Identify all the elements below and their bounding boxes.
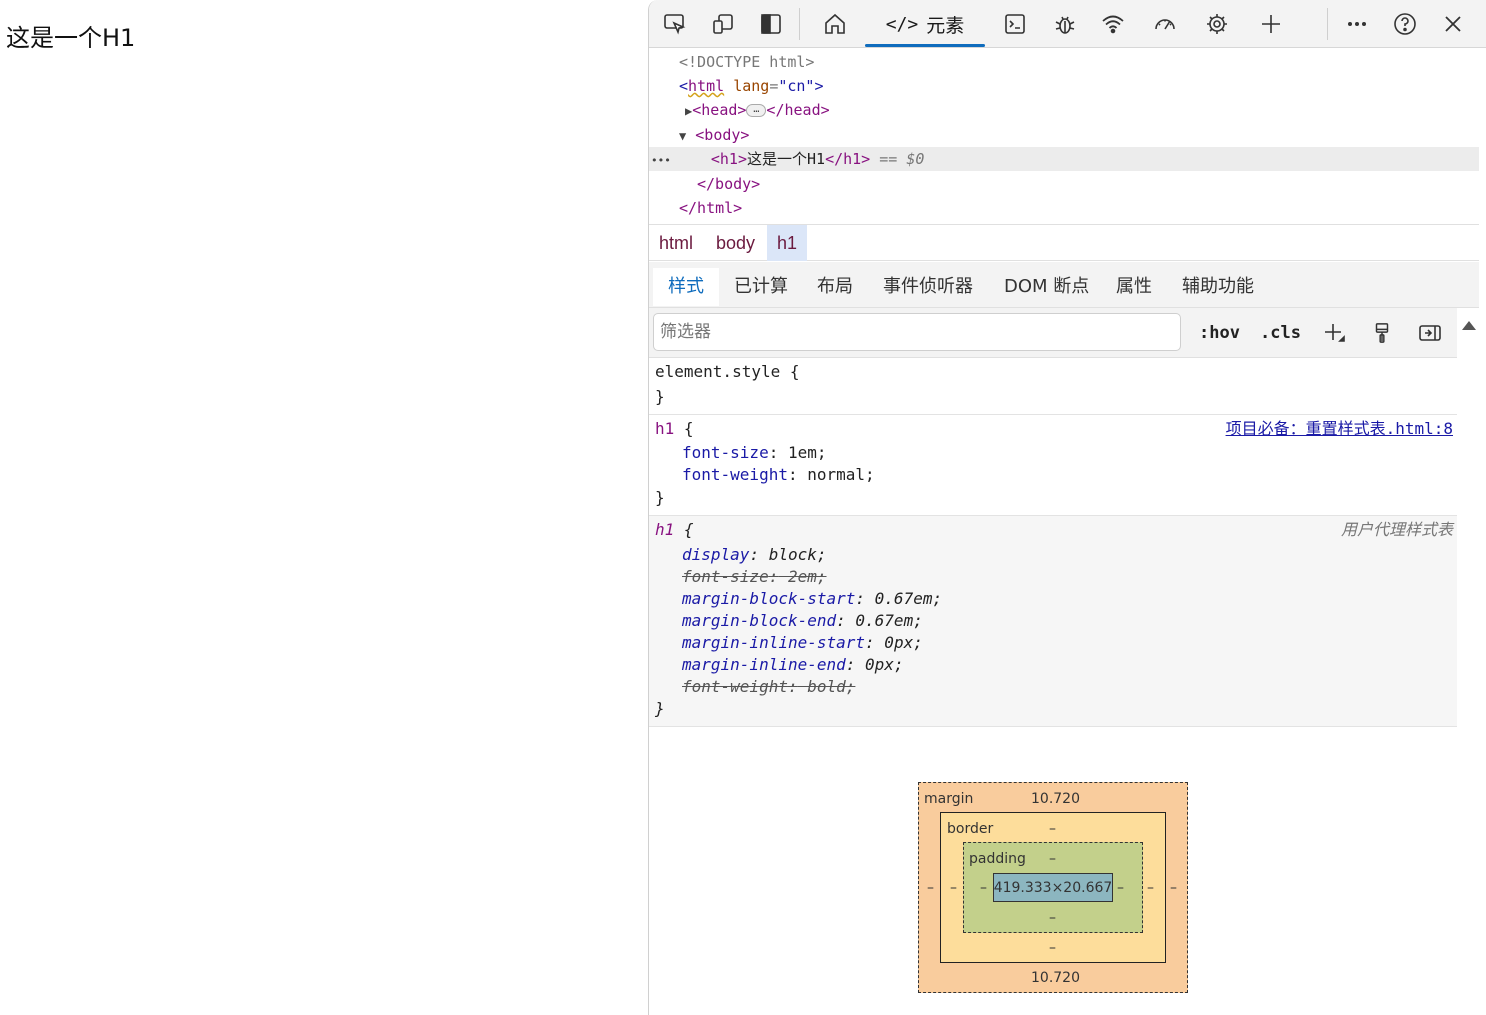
filter-bar: :hov .cls	[649, 308, 1457, 358]
bug-icon[interactable]	[1047, 6, 1083, 42]
console-icon[interactable]	[997, 6, 1033, 42]
close-icon[interactable]	[1435, 6, 1471, 42]
more-options-icon[interactable]	[1339, 6, 1375, 42]
devtools-toolbar: </> 元素	[649, 0, 1486, 48]
toolbar-separator	[799, 8, 800, 40]
settings-gear-icon[interactable]	[1199, 6, 1235, 42]
box-model-diagram: margin 10.720 10.720 – – border – – – – …	[918, 782, 1188, 993]
tab-elements[interactable]: </> 元素	[865, 3, 985, 47]
element-style-selector[interactable]: element.style {	[655, 362, 800, 381]
padding-right-value[interactable]: –	[1117, 880, 1124, 896]
margin-label: margin	[924, 791, 974, 807]
style-declaration: margin-inline-end: 0px;	[682, 655, 904, 674]
dom-body-close[interactable]: </body>	[697, 175, 761, 193]
rule-selector: h1	[655, 520, 675, 539]
code-icon: </>	[885, 14, 919, 35]
stylesheet-source-link[interactable]: 项目必备：重置样式表.html:8	[1225, 419, 1453, 438]
padding-label: padding	[969, 851, 1026, 867]
border-right-value[interactable]: –	[1147, 880, 1154, 896]
breadcrumb: html body h1	[649, 224, 1479, 261]
styles-filter-input[interactable]	[653, 313, 1181, 351]
tab-elements-label: 元素	[926, 15, 965, 37]
dom-doctype[interactable]: <!DOCTYPE html>	[679, 53, 815, 71]
tab-accessibility[interactable]: 辅助功能	[1182, 276, 1254, 297]
style-rule-h1-reset: h1 { 项目必备：重置样式表.html:8 font-size: 1em; f…	[649, 415, 1457, 516]
rule-selector[interactable]: h1	[655, 419, 675, 438]
style-declaration-overridden: font-weight: bold;	[682, 677, 856, 696]
box-model-content[interactable]: 419.333×20.667	[993, 873, 1113, 902]
device-emulation-icon[interactable]	[705, 6, 741, 42]
tab-styles[interactable]: 样式	[653, 268, 719, 306]
padding-left-value[interactable]: –	[980, 880, 987, 896]
home-icon[interactable]	[817, 6, 853, 42]
margin-right-value[interactable]: –	[1170, 880, 1177, 896]
html-tag-name: html	[688, 77, 725, 95]
padding-top-value[interactable]: –	[1049, 851, 1056, 867]
breadcrumb-h1[interactable]: h1	[767, 225, 808, 261]
help-icon[interactable]	[1387, 6, 1423, 42]
node-actions-icon[interactable]: •••	[651, 154, 671, 167]
user-agent-stylesheet-label: 用户代理样式表	[1340, 520, 1453, 539]
page-viewport: 这是一个H1	[0, 0, 648, 1015]
expand-triangle-icon[interactable]: ▶	[685, 104, 693, 118]
style-declaration[interactable]: font-weight: normal;	[682, 465, 875, 484]
breadcrumb-body[interactable]: body	[716, 233, 756, 253]
border-bottom-value[interactable]: –	[1049, 940, 1056, 956]
toolbar-separator	[1327, 8, 1328, 40]
performance-icon[interactable]	[1147, 6, 1183, 42]
tab-layout[interactable]: 布局	[817, 276, 853, 297]
tab-event-listeners[interactable]: 事件侦听器	[883, 276, 973, 297]
border-top-value[interactable]: –	[1049, 821, 1056, 837]
new-rule-plus-icon[interactable]	[1319, 318, 1349, 348]
page-heading: 这是一个H1	[6, 24, 136, 52]
dom-tree: <!DOCTYPE html> <html lang="cn"> ▶<head>…	[649, 50, 1479, 224]
style-declaration: margin-inline-start: 0px;	[682, 633, 923, 652]
tab-properties[interactable]: 属性	[1116, 276, 1152, 297]
style-declaration: margin-block-start: 0.67em;	[682, 589, 943, 608]
scroll-up-arrow-icon[interactable]	[1461, 318, 1477, 332]
class-toggle[interactable]: .cls	[1260, 323, 1301, 343]
tab-computed[interactable]: 已计算	[734, 276, 788, 297]
style-declaration: margin-block-end: 0.67em;	[682, 611, 923, 630]
margin-bottom-value[interactable]: 10.720	[1031, 970, 1080, 986]
border-left-value[interactable]: –	[950, 880, 957, 896]
style-declaration: display: block;	[682, 545, 827, 564]
dom-body-node[interactable]: ▼ <body>	[679, 126, 750, 144]
style-rule-h1-user-agent: h1 { 用户代理样式表 display: block; font-size: …	[649, 516, 1457, 727]
hover-state-toggle[interactable]: :hov	[1199, 323, 1240, 343]
padding-bottom-value[interactable]: –	[1049, 910, 1056, 926]
inspect-icon[interactable]	[657, 6, 693, 42]
margin-left-value[interactable]: –	[927, 880, 934, 896]
tab-dom-breakpoints[interactable]: DOM 断点	[1004, 276, 1090, 297]
breadcrumb-html[interactable]: html	[659, 233, 694, 253]
dom-html-close[interactable]: </html>	[679, 199, 743, 217]
style-declaration-overridden: font-size: 2em;	[682, 567, 827, 586]
network-icon[interactable]	[1095, 6, 1131, 42]
element-style-rule: element.style { }	[649, 358, 1457, 415]
styles-panel-tabs: 样式 已计算 布局 事件侦听器 DOM 断点 属性 辅助功能	[649, 262, 1479, 308]
styles-pane: element.style { } h1 { 项目必备：重置样式表.html:8…	[649, 358, 1457, 728]
dom-html-node[interactable]: <html lang="cn">	[679, 77, 824, 95]
devtools-panel: </> 元素 <!DOCTYPE htm	[648, 0, 1486, 1015]
dom-h1-node-selected[interactable]: •••<h1>这是一个H1</h1> == $0	[649, 147, 1479, 171]
border-label: border	[947, 821, 994, 837]
dom-head-node[interactable]: ▶<head>…</head>	[685, 101, 830, 119]
style-declaration[interactable]: font-size: 1em;	[682, 443, 827, 462]
collapsed-content-badge[interactable]: …	[746, 104, 767, 117]
dock-side-icon[interactable]	[753, 6, 789, 42]
toggle-sidebar-icon[interactable]	[1415, 318, 1445, 348]
paint-brush-icon[interactable]	[1367, 318, 1397, 348]
margin-top-value[interactable]: 10.720	[1031, 791, 1080, 807]
collapse-triangle-icon[interactable]: ▼	[679, 129, 687, 143]
add-tool-icon[interactable]	[1253, 6, 1289, 42]
